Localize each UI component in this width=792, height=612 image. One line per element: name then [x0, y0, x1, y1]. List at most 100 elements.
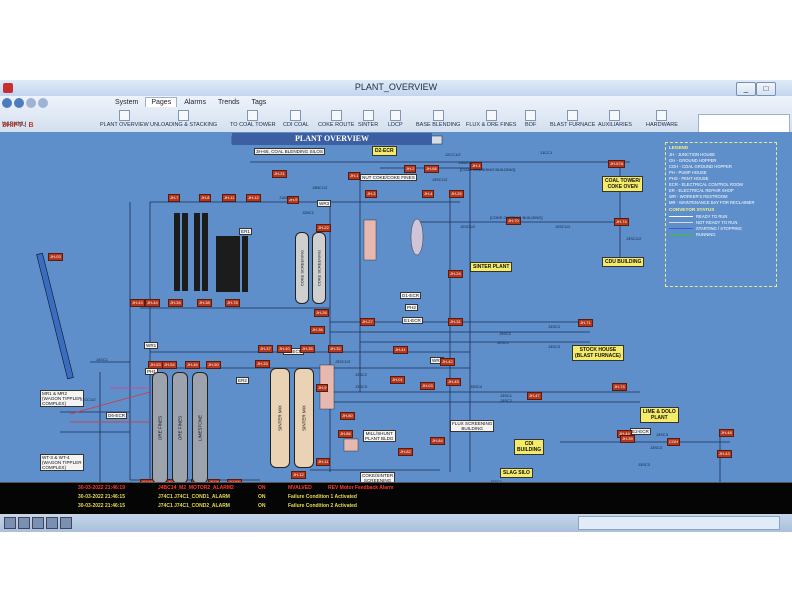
conveyor-tag[interactable]: J3SC2 [499, 331, 512, 336]
junction-house[interactable]: CGH [667, 438, 680, 446]
conveyor-tag[interactable]: J2SC1/2 [555, 224, 571, 229]
tab-alarms[interactable]: Alarms [184, 99, 206, 106]
back-icon[interactable] [2, 98, 12, 108]
conveyor-tag[interactable]: J1CC1/2 [80, 397, 96, 402]
junction-house[interactable]: JH-47 [527, 392, 542, 400]
conveyor-tag[interactable]: J1CC1 [540, 150, 553, 155]
nav-hardware[interactable]: HARDWARE [646, 110, 678, 128]
conveyor-tag[interactable]: J3SC2 [548, 324, 561, 329]
junction-house[interactable]: JH-54 [162, 361, 177, 369]
junction-house[interactable]: JH-01 [390, 376, 405, 384]
junction-house[interactable]: JH-7 [168, 194, 181, 202]
junction-house[interactable]: JH-42 [440, 358, 455, 366]
nav-auxiliaries[interactable]: AUXILIARIES [598, 110, 632, 128]
conveyor-tag[interactable]: J3SC3 [656, 432, 669, 437]
conveyor-tag[interactable]: J3SC1/2 [432, 177, 448, 182]
junction-house[interactable]: JH-26 [314, 309, 329, 317]
conveyor-tag[interactable]: J2CC1/2 [445, 152, 461, 157]
screening-bin[interactable]: COKE SCREENING [312, 232, 326, 304]
facility-label[interactable]: E1-ECR [402, 317, 423, 324]
area-label[interactable]: SLAG SILO [500, 468, 533, 478]
conveyor-tag[interactable]: J3BC1/2 [312, 185, 328, 190]
conveyor-tag[interactable]: J3SC2 [500, 398, 513, 403]
plant-building[interactable]: MILL/SHUNT PLANT BLDG [363, 430, 396, 442]
junction-house[interactable]: JH-24 [448, 270, 463, 278]
storage-bin[interactable]: ORE FINES [172, 372, 188, 482]
junction-house[interactable]: JH-68 [424, 165, 439, 173]
junction-house[interactable]: JH-84 [430, 437, 445, 445]
junction-house[interactable]: JH-50 [206, 361, 221, 369]
junction-house[interactable]: JH-74 [614, 218, 629, 226]
junction-house[interactable]: JH-12 [291, 471, 306, 479]
junction-house[interactable]: JH-43 [717, 450, 732, 458]
tool-icon[interactable] [60, 517, 72, 529]
tab-trends[interactable]: Trends [217, 99, 240, 106]
junction-house[interactable]: JH-74 [612, 383, 627, 391]
junction-house[interactable]: JH-22 [316, 224, 331, 232]
facility-label[interactable]: MR1 & MR2 (WAGON TIPPLER COMPLEX) [40, 390, 84, 407]
junction-house[interactable]: JH-03 [48, 253, 63, 261]
conveyor-tag[interactable]: J3SC1/2 [626, 236, 642, 241]
junction-house[interactable]: JH-4 [422, 190, 435, 198]
junction-house[interactable]: JH-35 [300, 345, 315, 353]
conveyor-tag[interactable]: J2BC1 [302, 210, 315, 215]
conveyor-tag[interactable]: J3SC3 [548, 344, 561, 349]
junction-house[interactable]: JH-27 [360, 318, 375, 326]
junction-house[interactable]: JH-2 [404, 165, 417, 173]
area-label[interactable]: CDU BUILDING [602, 257, 645, 267]
conveyor-tag[interactable]: J2SC1/2 [460, 224, 476, 229]
refresh-icon[interactable] [38, 98, 48, 108]
junction-house[interactable]: JH-3 [365, 190, 378, 198]
facility-label[interactable]: D6-ECR [106, 412, 128, 419]
area-label[interactable]: COAL TOWER/ COKE OVEN [602, 176, 644, 192]
tool-icon[interactable] [32, 517, 44, 529]
tab-system[interactable]: System [115, 99, 139, 106]
facility-label[interactable]: E2-ECR [630, 428, 651, 435]
facility-label[interactable]: ER2 [236, 377, 249, 384]
tool-icon[interactable] [18, 517, 30, 529]
junction-house[interactable]: JH-46 [185, 361, 200, 369]
junction-house[interactable]: JH-34 [168, 299, 183, 307]
facility-label[interactable]: ER1 [239, 228, 252, 235]
junction-house[interactable]: JH-53 [148, 361, 163, 369]
facility-label[interactable]: NUT COKE/COKE FINES [360, 174, 417, 181]
conveyor-tag[interactable]: [COKE CUTTING BUILDING] [490, 215, 543, 220]
maximize-button[interactable]: □ [756, 82, 776, 96]
nav-base-blending[interactable]: BASE BLENDING [416, 110, 460, 128]
nav-blast-furnace[interactable]: BLAST FURNACE [550, 110, 595, 128]
conveyor-tag[interactable]: J3SC4 [470, 384, 483, 389]
junction-house[interactable]: JH-1 [470, 162, 483, 170]
junction-house[interactable]: JH-03 [420, 382, 435, 390]
junction-house[interactable]: JH-39 [620, 435, 635, 443]
conveyor-tag[interactable]: J3SC3 [650, 445, 663, 450]
conveyor-tag[interactable]: J3SC3 [638, 462, 651, 467]
junction-house[interactable]: JH-43 [130, 299, 145, 307]
conveyor-tag[interactable]: [COAL CRUSHING BUILDING] [460, 167, 516, 172]
nav-ldcp[interactable]: LDCP [388, 110, 403, 128]
junction-house[interactable]: JH-67A [608, 160, 626, 168]
plant-building[interactable]: FLUX SCREENING BUILDING [450, 420, 495, 432]
junction-house[interactable]: JH-70 [506, 217, 521, 225]
junction-house[interactable]: JH-9 [316, 384, 329, 392]
facility-label[interactable]: 3H-66, COAL BLENDING SILOS [254, 148, 325, 155]
start-icon[interactable] [4, 517, 16, 529]
junction-house[interactable]: JH-31 [448, 318, 463, 326]
junction-house[interactable]: JH-36 [310, 326, 325, 334]
junction-house[interactable]: JH-12 [246, 194, 261, 202]
area-label[interactable]: STOCK HOUSE (BLAST FURNACE) [572, 345, 624, 361]
nav-flux-ore-fines[interactable]: FLUX & ORE FINES [466, 110, 516, 128]
nav-cdi-coal[interactable]: CDI COAL [283, 110, 309, 128]
area-label[interactable]: D2-ECR [372, 146, 397, 156]
home-icon[interactable] [26, 98, 36, 108]
conveyor-tag[interactable]: J2SC1 [497, 340, 510, 345]
conveyor-tag[interactable]: J2SC1 [490, 479, 503, 482]
plant-building[interactable]: COKE/SINTER SCREENING BUILDING [360, 472, 396, 482]
junction-house[interactable]: JH-40 [277, 345, 292, 353]
junction-house[interactable]: JH-45 [446, 378, 461, 386]
nav-bof[interactable]: BOF [525, 110, 536, 128]
junction-house[interactable]: JH-82 [398, 448, 413, 456]
nav-unloading-stacking[interactable]: UNLOADING & STACKING [150, 110, 217, 128]
junction-house[interactable]: JH-33 [255, 360, 270, 368]
nav-to-coal-tower[interactable]: TO COAL TOWER [230, 110, 276, 128]
junction-house[interactable]: JH-9 [287, 196, 300, 204]
